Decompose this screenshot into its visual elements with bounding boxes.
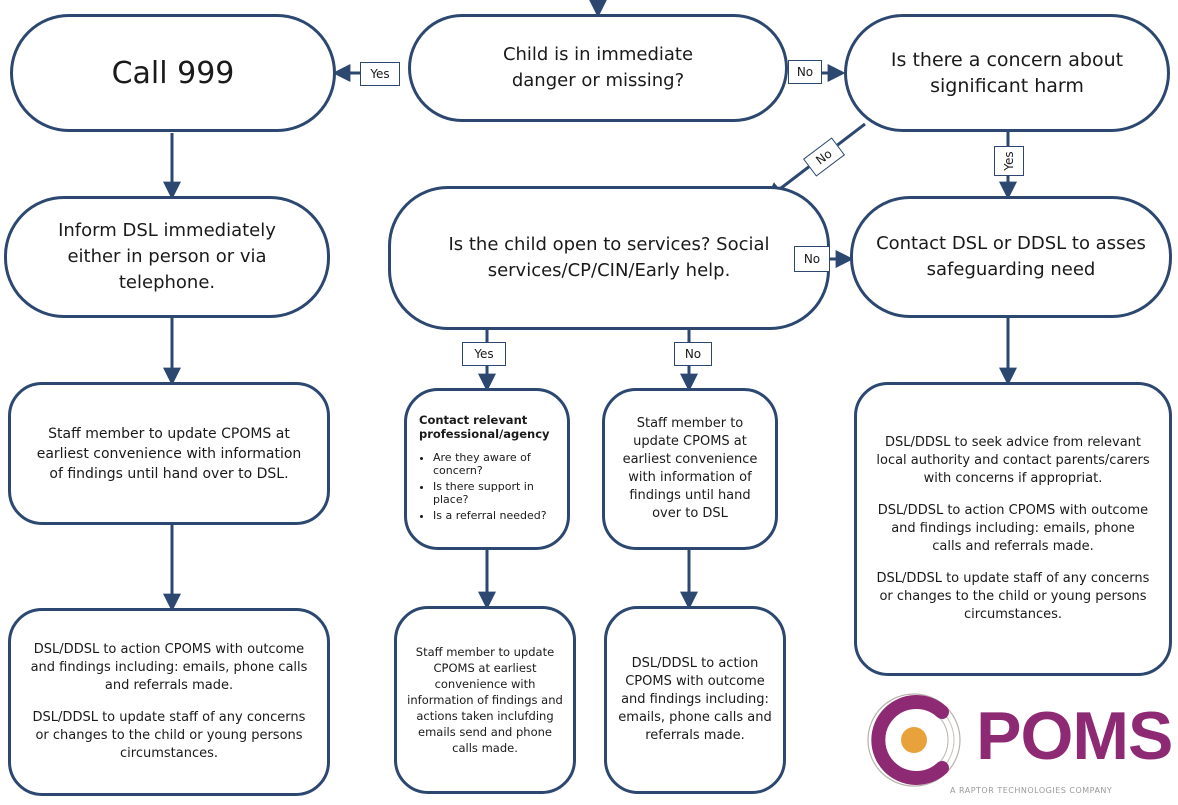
cpoms-logo-mark [867, 693, 961, 787]
seek-advice-para-2: DSL/DDSL to action CPOMS with outcome an… [877, 503, 1149, 554]
node-open-to-services: Is the child open to services? Social se… [388, 186, 830, 330]
label-no-contact-dsl: No [794, 246, 830, 272]
label-no-significant-harm: No [788, 60, 822, 84]
node-open-to-services-text: Is the child open to services? Social se… [448, 234, 770, 281]
node-call-999: Call 999 [10, 14, 336, 132]
node-action-left: DSL/DDSL to action CPOMS with outcome an… [8, 608, 330, 796]
seek-advice-para-1: DSL/DDSL to seek advice from relevant lo… [876, 435, 1150, 486]
label-yes-contact-dsl: Yes [994, 146, 1024, 176]
bullet-referral-needed: Is a referral needed? [433, 509, 557, 522]
action-left-para-2: DSL/DDSL to update staff of any concerns… [32, 710, 306, 761]
node-contact-professional: Contact relevant professional/agency Are… [404, 388, 570, 550]
cpoms-logo-tagline: A RAPTOR TECHNOLOGIES COMPANY [950, 786, 1113, 795]
label-yes-services: Yes [462, 342, 506, 366]
node-staff-update-left-text: Staff member to update CPOMS at earliest… [36, 425, 302, 482]
node-staff-update-mid: Staff member to update CPOMS at earliest… [602, 388, 778, 550]
node-call-999-text: Call 999 [111, 55, 235, 91]
seek-advice-para-3: DSL/DDSL to update staff of any concerns… [876, 571, 1150, 622]
cpoms-logo: CPOMS A RAPTOR TECHNOLOGIES COMPANY [858, 690, 1173, 800]
node-staff-update-mid-text: Staff member to update CPOMS at earliest… [622, 416, 758, 521]
node-significant-harm-text: Is there a concern about significant har… [890, 49, 1124, 97]
node-inform-dsl-text: Inform DSL immediately either in person … [58, 220, 276, 293]
contact-professional-title: Contact relevant professional/agency [419, 413, 550, 441]
bullet-aware-of-concern: Are they aware of concern? [433, 451, 557, 477]
node-action-mid-text: DSL/DDSL to action CPOMS with outcome an… [618, 656, 772, 743]
node-staff-update-emails-text: Staff member to update CPOMS at earliest… [407, 645, 563, 755]
cpoms-logo-text: CPOMS [928, 696, 1173, 776]
node-contact-dsl-ddsl-text: Contact DSL or DDSL to asses safeguardin… [876, 233, 1146, 280]
label-yes-call999: Yes [360, 62, 400, 86]
node-significant-harm: Is there a concern about significant har… [844, 14, 1170, 132]
node-staff-update-left: Staff member to update CPOMS at earliest… [8, 382, 330, 525]
bullet-support-in-place: Is there support in place? [433, 480, 557, 506]
node-action-mid: DSL/DDSL to action CPOMS with outcome an… [604, 606, 786, 794]
action-left-para-1: DSL/DDSL to action CPOMS with outcome an… [30, 642, 308, 693]
node-seek-advice: DSL/DDSL to seek advice from relevant lo… [854, 382, 1172, 676]
node-staff-update-emails: Staff member to update CPOMS at earliest… [394, 606, 576, 794]
node-inform-dsl: Inform DSL immediately either in person … [4, 196, 330, 318]
node-immediate-danger: Child is in immediate danger or missing? [408, 14, 788, 122]
node-immediate-danger-text: Child is in immediate danger or missing? [502, 44, 694, 91]
cpoms-logo-wordmark: POMS [976, 698, 1173, 774]
label-no-services: No [674, 342, 712, 366]
node-contact-dsl-ddsl: Contact DSL or DDSL to asses safeguardin… [850, 196, 1172, 318]
contact-professional-list: Are they aware of concern? Is there supp… [407, 451, 567, 525]
